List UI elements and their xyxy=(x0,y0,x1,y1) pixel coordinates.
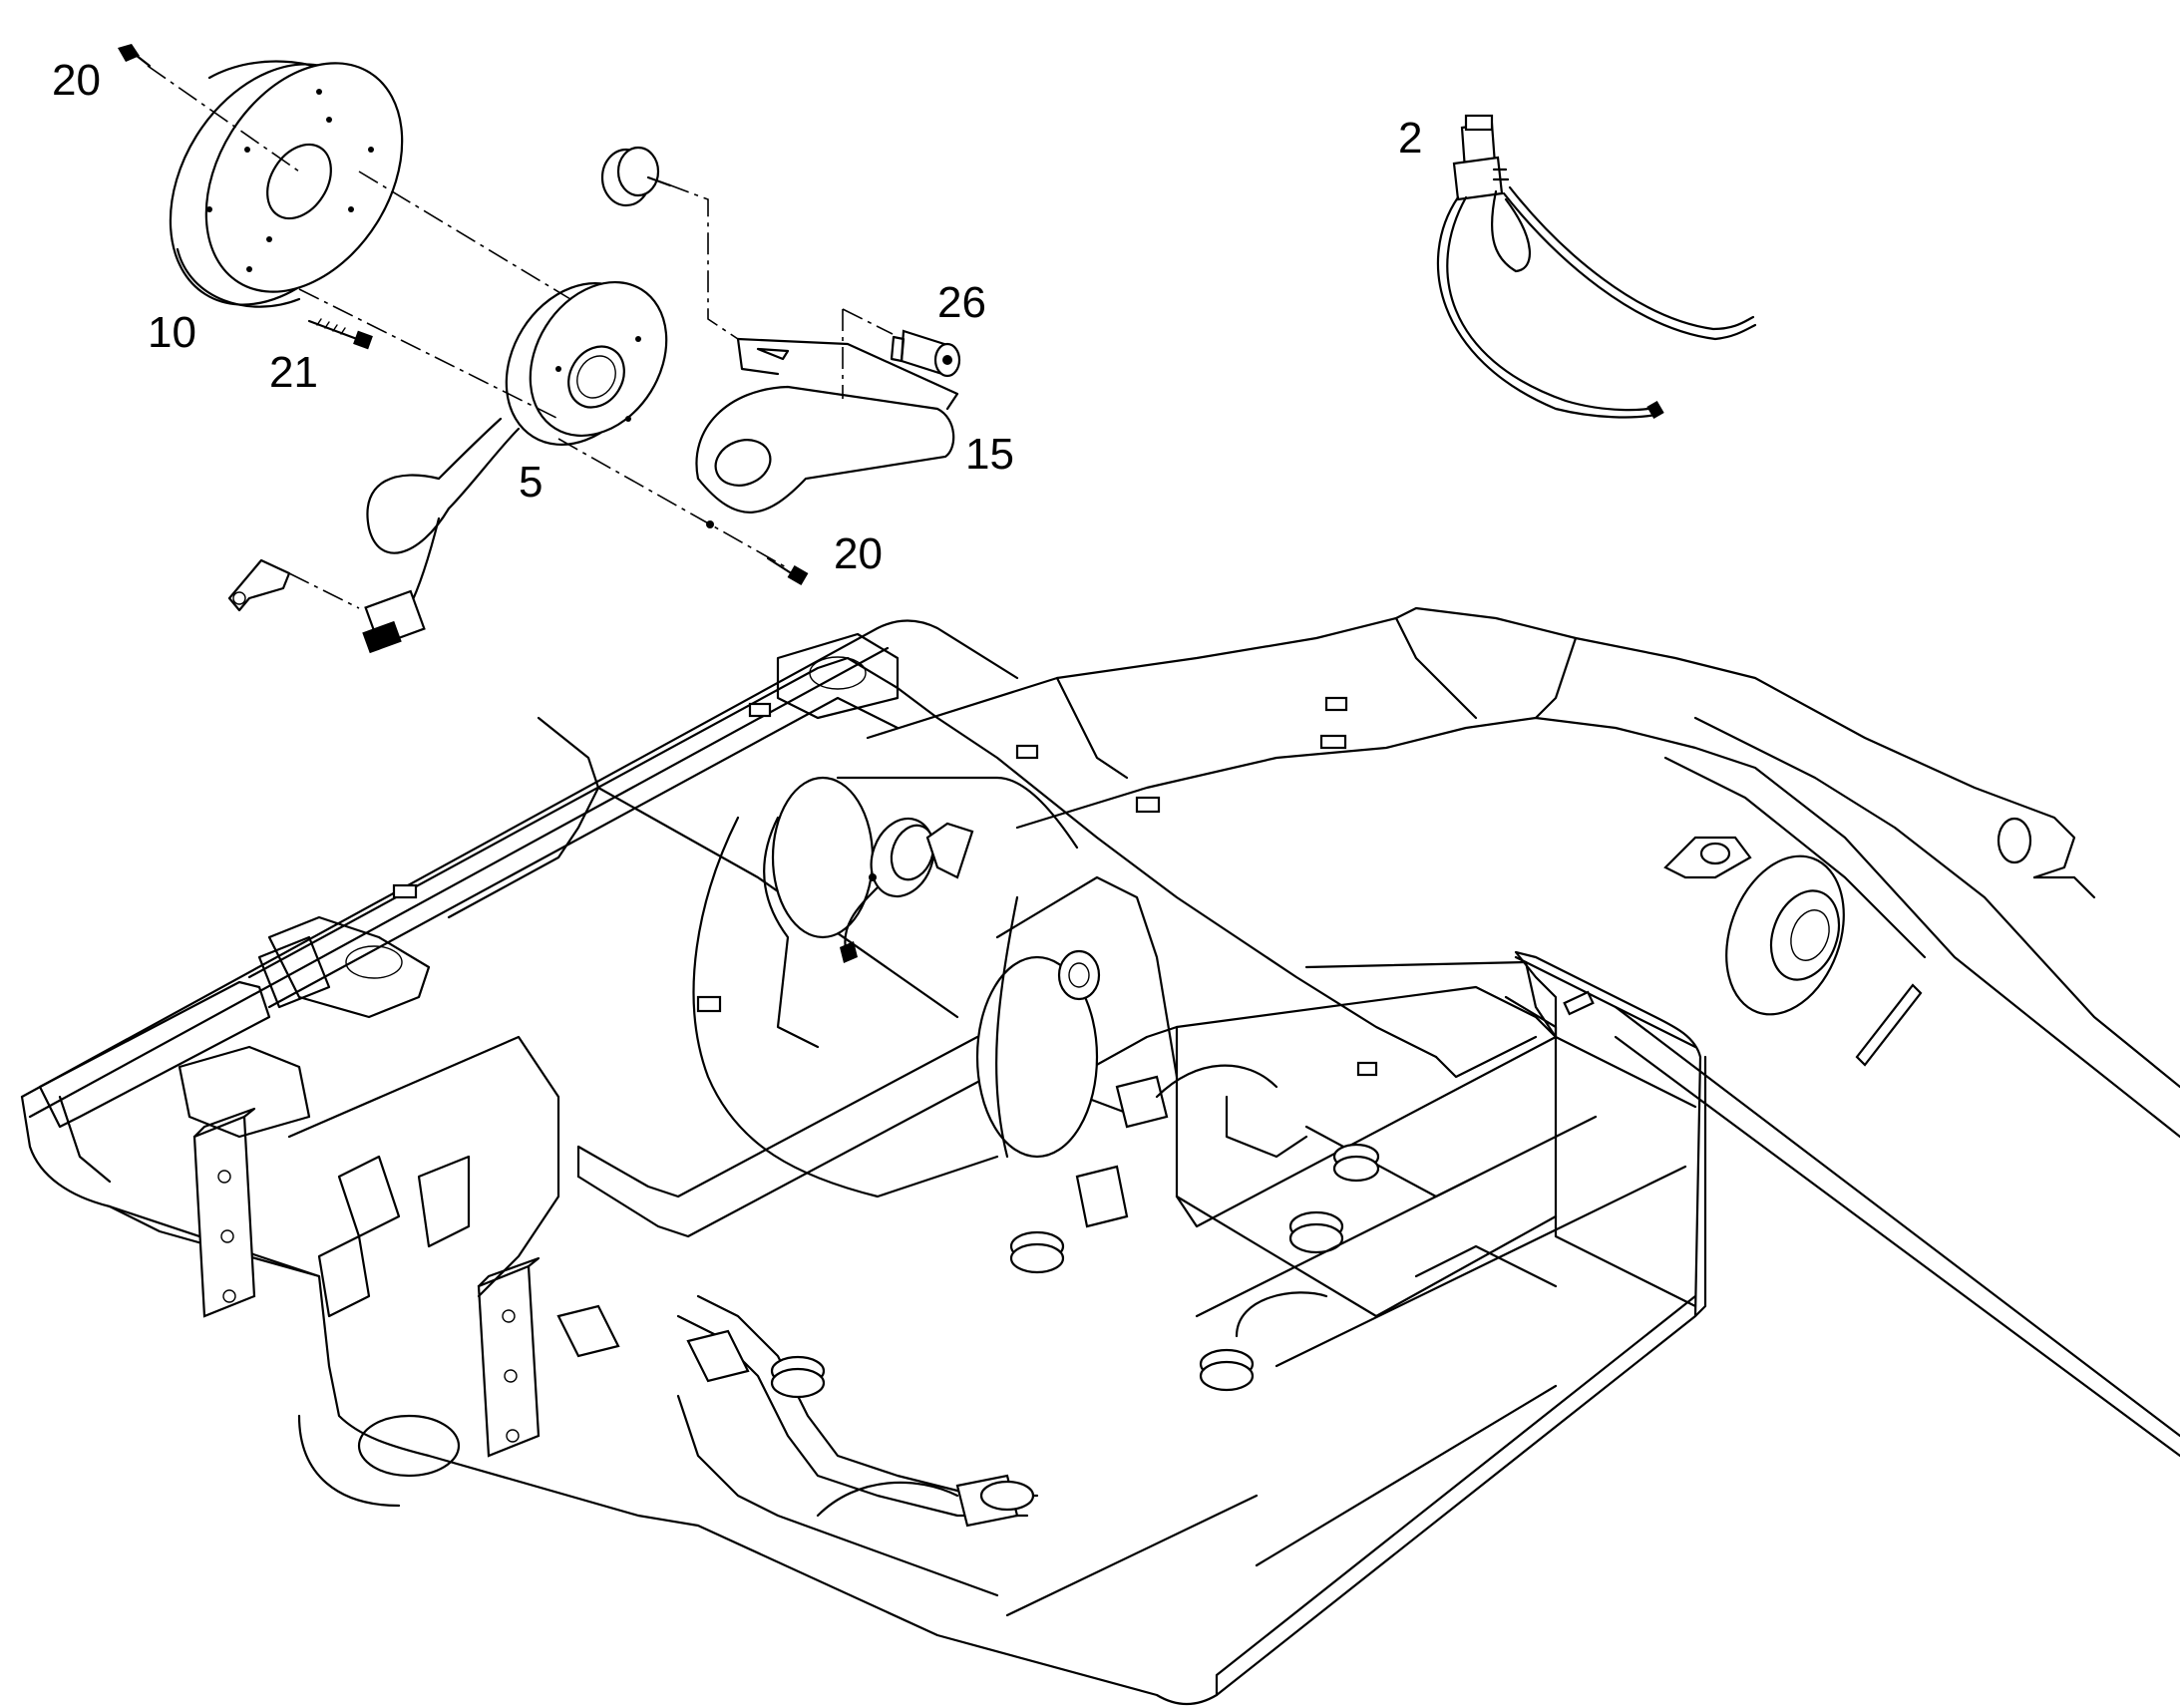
callout-20-bottom: 20 xyxy=(834,529,883,578)
swing-mechanism xyxy=(692,776,1278,1198)
boom-arm xyxy=(866,606,2180,1458)
callout-labels: 20 10 21 5 26 15 20 2 xyxy=(52,56,1422,578)
bolt-part-21 xyxy=(307,318,373,350)
screw-part-20-top xyxy=(118,44,152,68)
frame-posts-left xyxy=(192,1107,541,1458)
pin-part-26 xyxy=(890,329,961,378)
coil-part-5 xyxy=(362,280,668,654)
callout-5: 5 xyxy=(519,458,543,507)
callout-21: 21 xyxy=(269,348,318,397)
bracket-part-15 xyxy=(695,337,959,528)
callout-26: 26 xyxy=(937,278,986,327)
cable-clip xyxy=(227,558,291,612)
callout-15: 15 xyxy=(965,430,1014,479)
callout-2: 2 xyxy=(1398,114,1422,163)
valve-part-2 xyxy=(1436,114,1757,420)
screw-part-20-bottom xyxy=(766,556,809,586)
disc-part-10 xyxy=(169,60,404,308)
callout-10: 10 xyxy=(148,308,196,357)
upper-frame-chassis xyxy=(20,619,1707,1705)
right-chassis-wall xyxy=(1005,955,1697,1617)
assembly-center-lines xyxy=(147,65,894,609)
rubber-mount xyxy=(600,146,672,207)
callout-20-top: 20 xyxy=(52,56,101,105)
